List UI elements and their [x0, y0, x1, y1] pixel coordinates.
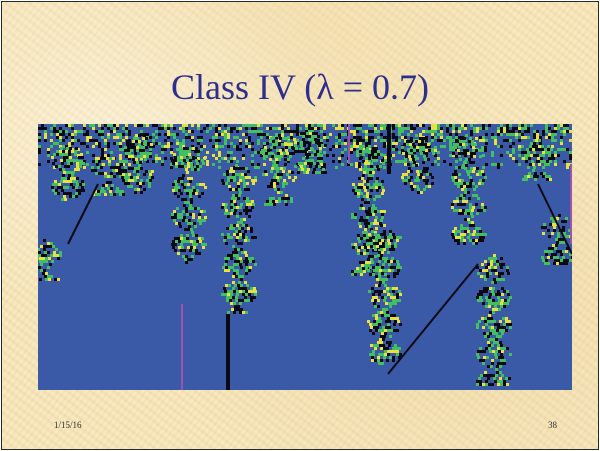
cellular-automaton-image — [38, 124, 572, 390]
slide-date: 1/15/16 — [54, 420, 82, 430]
slide-title: Class IV (λ = 0.7) — [170, 67, 430, 107]
cellular-automaton-plot — [38, 124, 572, 390]
slide-page-number: 38 — [548, 420, 557, 430]
